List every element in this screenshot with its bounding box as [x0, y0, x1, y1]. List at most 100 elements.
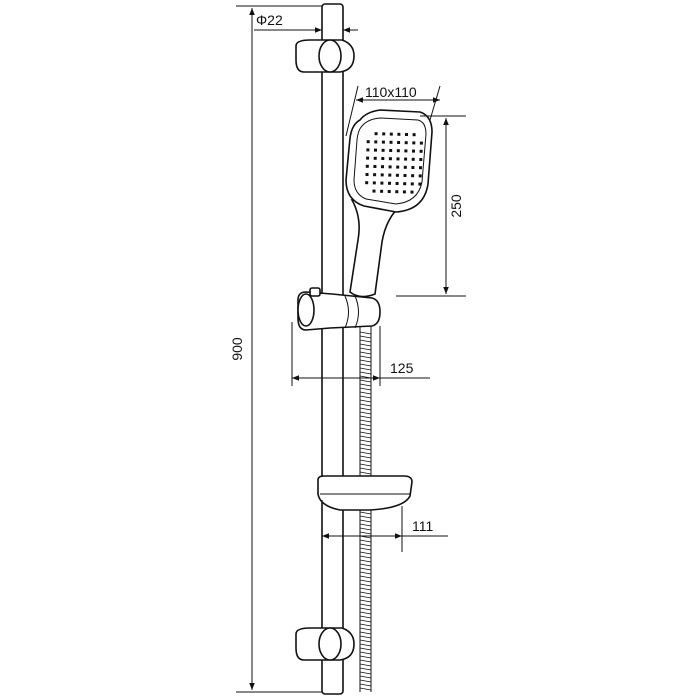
nozzle — [381, 157, 385, 160]
nozzle — [411, 166, 415, 169]
hose-rib — [359, 675, 372, 679]
hose-rib — [359, 431, 372, 435]
nozzle — [396, 149, 400, 153]
hose-rib — [359, 515, 372, 519]
nozzle — [374, 148, 377, 152]
hose-rib — [359, 579, 372, 583]
hose-rib — [359, 651, 372, 655]
sliding-holder — [297, 287, 381, 331]
nozzle — [372, 189, 376, 193]
hose-rib — [359, 595, 372, 599]
hose-rib — [359, 591, 372, 595]
hose-rib — [359, 575, 372, 579]
nozzle — [410, 182, 414, 186]
nozzle — [365, 173, 369, 176]
nozzle — [395, 182, 399, 185]
hose-rib — [359, 583, 372, 587]
nozzle — [366, 156, 370, 160]
nozzle — [411, 157, 415, 161]
nozzle — [389, 140, 393, 144]
nozzle — [372, 181, 376, 185]
nozzle — [366, 148, 370, 152]
nozzle — [373, 156, 377, 160]
hose-rib — [359, 363, 372, 367]
hose-rib — [359, 643, 372, 647]
nozzle — [419, 158, 423, 161]
nozzle — [412, 141, 416, 145]
holder-projection-dimension: 125 — [291, 322, 430, 386]
nozzle — [397, 141, 401, 144]
total-height-label: 900 — [229, 337, 245, 361]
nozzle — [374, 132, 378, 136]
nozzle — [404, 141, 408, 145]
slide-rod — [321, 3, 344, 695]
hose-rib — [359, 367, 372, 371]
nozzle — [388, 165, 392, 169]
hose-rib — [359, 415, 372, 419]
nozzle — [380, 189, 384, 193]
hose-rib — [359, 571, 372, 575]
dish-projection-dimension: 111 — [321, 500, 448, 552]
nozzle — [418, 182, 422, 186]
nozzle — [411, 174, 415, 178]
hose-rib — [359, 547, 372, 551]
hose-rib — [359, 463, 372, 467]
nozzle — [365, 164, 369, 168]
hose-rib — [359, 559, 372, 563]
nozzle — [405, 133, 408, 136]
hose-rib — [359, 443, 372, 447]
hose-rib — [359, 439, 372, 443]
hose-rib — [359, 587, 372, 591]
hose-rib — [359, 679, 372, 683]
hose-rib — [359, 659, 372, 663]
soap-dish — [317, 475, 413, 511]
nozzle — [418, 174, 422, 178]
nozzle — [388, 157, 392, 161]
hose-rib — [359, 667, 372, 671]
hose-rib — [359, 335, 372, 339]
nozzle — [397, 132, 401, 136]
hose-rib — [359, 455, 372, 459]
nozzle — [387, 190, 391, 193]
hose-rib — [359, 543, 372, 547]
nozzle — [410, 190, 414, 194]
hose-rib — [359, 407, 372, 411]
hose-rib — [359, 371, 372, 375]
hose-rib — [359, 383, 372, 387]
nozzle — [374, 140, 378, 144]
total-height-dimension: 900 — [229, 5, 322, 693]
hose-rib — [359, 343, 372, 347]
bottom-wall-bracket — [295, 627, 355, 661]
nozzle — [403, 165, 407, 169]
hose-rib — [359, 671, 372, 675]
nozzle — [373, 173, 377, 177]
hose-rib — [359, 347, 372, 351]
hose-rib — [359, 403, 372, 407]
hose-rib — [359, 687, 372, 691]
hose-rib — [359, 351, 372, 355]
nozzle — [380, 181, 384, 185]
hose-rib — [359, 471, 372, 475]
hose-rib — [359, 599, 372, 603]
nozzle — [412, 133, 416, 137]
hose-rib — [359, 451, 372, 455]
hose-rib — [359, 359, 372, 363]
head-size-dimension: 110x110 — [345, 84, 441, 137]
hose-rib — [359, 467, 372, 471]
hose-rib — [359, 631, 372, 635]
nozzle — [366, 140, 370, 144]
hose-rib — [359, 647, 372, 651]
nozzle-grid — [365, 132, 423, 194]
hose-rib — [359, 635, 372, 639]
hose-rib — [359, 459, 372, 463]
hose-rib — [359, 419, 372, 423]
hose-rib — [359, 523, 372, 527]
nozzle — [419, 166, 422, 170]
hose-rib — [359, 435, 372, 439]
hose-rib — [359, 423, 372, 427]
hose-rib — [359, 395, 372, 399]
rod-diameter-dimension: Φ22 — [254, 12, 358, 33]
nozzle — [381, 140, 385, 144]
hose-rib — [359, 663, 372, 667]
